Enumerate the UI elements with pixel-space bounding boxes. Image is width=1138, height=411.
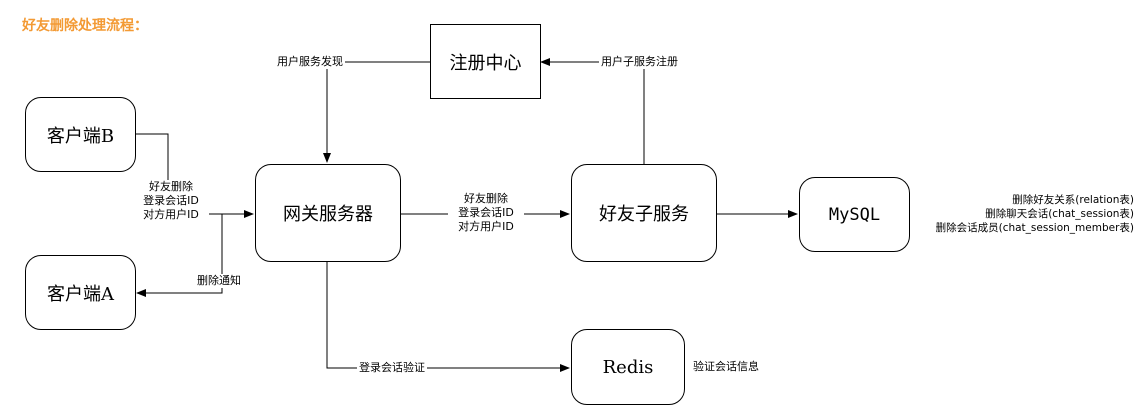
gateway-node: 网关服务器 [255,164,401,262]
label-session-verify: 登录会话验证 [357,361,427,375]
label-forward-request-line: 对方用户ID [458,220,514,233]
label-forward-request: 好友删除 登录会话ID 对方用户ID [448,192,524,234]
label-client-request-line: 好友删除 [149,180,193,193]
edge-client-request [136,133,254,218]
mysql-note-line: 删除好友关系(relation表) [1012,194,1134,206]
client-b-node: 客户端B [25,97,136,172]
label-client-request-line: 对方用户ID [143,208,199,221]
registry-node: 注册中心 [430,24,541,99]
label-client-request-line: 登录会话ID [143,194,199,207]
label-forward-request-line: 登录会话ID [448,206,524,220]
label-discovery: 用户服务发现 [275,55,345,69]
client-a-node: 客户端A [25,255,136,330]
mysql-note-line: 删除会话成员(chat_session_member表) [935,222,1134,234]
mysql-node: MySQL [799,177,910,252]
page-title: 好友删除处理流程： [22,18,148,34]
label-notify: 删除通知 [195,274,243,288]
label-client-request: 好友删除 登录会话ID 对方用户ID [133,180,209,222]
mysql-note: 删除好友关系(relation表) 删除聊天会话(chat_session表) … [910,193,1134,235]
friend-service-node: 好友子服务 [571,164,717,262]
redis-node: Redis [571,329,685,405]
edge-discovery [323,61,430,163]
redis-note: 验证会话信息 [693,360,759,373]
label-forward-request-line: 好友删除 [464,192,508,205]
label-registration: 用户子服务注册 [599,55,680,69]
edge-registration [540,58,645,164]
mysql-note-line: 删除聊天会话(chat_session表) [985,208,1134,220]
edge-session-verify [326,262,570,372]
edge-notify [136,214,223,297]
